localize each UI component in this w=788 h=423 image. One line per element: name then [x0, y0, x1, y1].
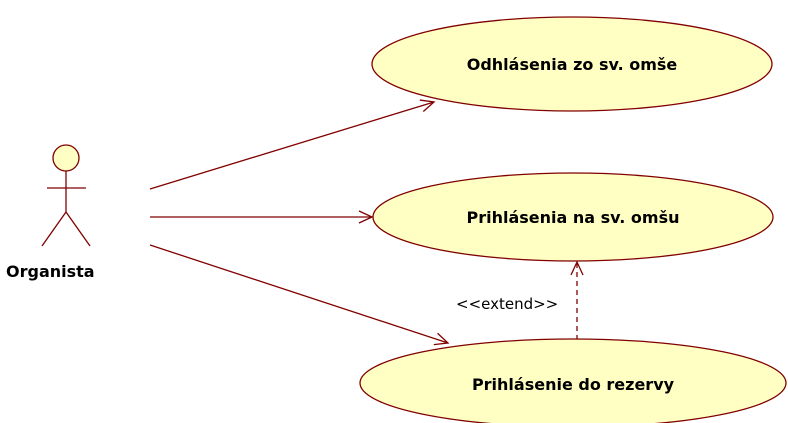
use-case-label: Prihlásenie do rezervy: [472, 375, 675, 394]
use-case-label: Prihlásenia na sv. omšu: [466, 208, 679, 227]
use-case-ellipse: [371, 16, 773, 112]
actor-head: [52, 144, 80, 172]
use-case-label: Odhlásenia zo sv. omše: [467, 55, 678, 74]
use-case-ellipse: [372, 172, 774, 262]
actor-organista[interactable]: Organista: [6, 144, 95, 281]
association-lines: [149, 99, 450, 346]
stick-figure-actor-icon: [41, 144, 91, 247]
use-case-ellipse: [359, 338, 787, 423]
use-case-prihlasenia[interactable]: Prihlásenia na sv. omšu: [372, 172, 774, 262]
actor-name: Organista: [6, 262, 95, 281]
extend-stereotype-label: <<extend>>: [456, 295, 558, 313]
extend-dependency: <<extend>>: [456, 260, 584, 340]
association-to-rezerva: [149, 244, 450, 346]
use-case-rezerva[interactable]: Prihlásenie do rezervy: [359, 338, 787, 423]
association-to-odhlasenia: [149, 99, 436, 190]
actor-left-leg: [41, 211, 67, 247]
actor-right-leg: [65, 211, 91, 247]
use-case-odhlasenia[interactable]: Odhlásenia zo sv. omše: [371, 16, 773, 112]
